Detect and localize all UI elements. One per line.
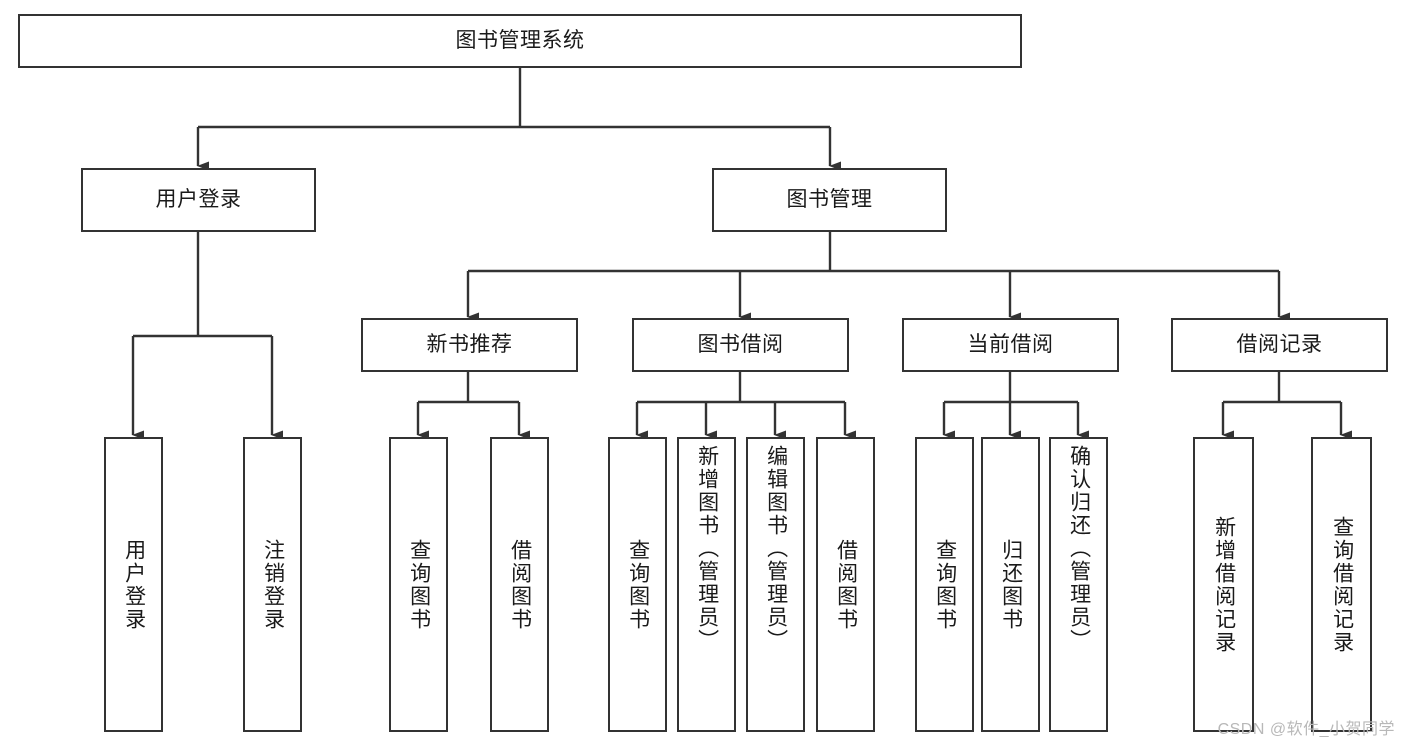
node-leaf-user-login-label: 用户登录 <box>122 538 146 631</box>
node-leaf-query-book-1[interactable]: 查询图书 <box>389 437 448 732</box>
node-leaf-return-book-label: 归还图书 <box>999 538 1023 631</box>
node-leaf-edit-book[interactable]: 编辑图书（管理员） <box>746 437 805 732</box>
node-book-borrow[interactable]: 图书借阅 <box>632 318 849 372</box>
node-leaf-query-book-3-label: 查询图书 <box>933 538 957 631</box>
node-leaf-add-record[interactable]: 新增借阅记录 <box>1193 437 1254 732</box>
node-book-borrow-label: 图书借阅 <box>697 333 784 357</box>
node-book-manage-label: 图书管理 <box>786 188 873 212</box>
node-leaf-query-book-2[interactable]: 查询图书 <box>608 437 667 732</box>
node-current-borrow[interactable]: 当前借阅 <box>902 318 1119 372</box>
node-user-login[interactable]: 用户登录 <box>81 168 316 232</box>
node-leaf-add-book-label: 新增图书（管理员） <box>695 445 719 652</box>
node-leaf-user-login[interactable]: 用户登录 <box>104 437 163 732</box>
node-leaf-add-record-label: 新增借阅记录 <box>1212 515 1236 654</box>
node-leaf-borrow-book-1[interactable]: 借阅图书 <box>490 437 549 732</box>
node-leaf-query-book-2-label: 查询图书 <box>626 538 650 631</box>
node-user-login-label: 用户登录 <box>155 188 242 212</box>
node-root[interactable]: 图书管理系统 <box>18 14 1022 68</box>
node-leaf-user-logout[interactable]: 注销登录 <box>243 437 302 732</box>
node-leaf-query-book-3[interactable]: 查询图书 <box>915 437 974 732</box>
node-leaf-query-record-label: 查询借阅记录 <box>1330 515 1354 654</box>
node-leaf-edit-book-label: 编辑图书（管理员） <box>764 445 788 652</box>
node-leaf-confirm-return-label: 确认归还（管理员） <box>1067 445 1091 652</box>
node-book-manage[interactable]: 图书管理 <box>712 168 947 232</box>
node-leaf-borrow-book-2[interactable]: 借阅图书 <box>816 437 875 732</box>
node-leaf-query-record[interactable]: 查询借阅记录 <box>1311 437 1372 732</box>
node-current-borrow-label: 当前借阅 <box>967 333 1054 357</box>
node-leaf-user-logout-label: 注销登录 <box>261 538 285 631</box>
node-leaf-return-book[interactable]: 归还图书 <box>981 437 1040 732</box>
node-leaf-borrow-book-2-label: 借阅图书 <box>834 538 858 631</box>
node-root-label: 图书管理系统 <box>455 29 585 53</box>
watermark: CSDN @软件_小贺同学 <box>1217 721 1395 738</box>
node-new-book-recommend-label: 新书推荐 <box>426 333 513 357</box>
node-borrow-record-label: 借阅记录 <box>1236 333 1323 357</box>
node-new-book-recommend[interactable]: 新书推荐 <box>361 318 578 372</box>
node-leaf-query-book-1-label: 查询图书 <box>407 538 431 631</box>
node-leaf-confirm-return[interactable]: 确认归还（管理员） <box>1049 437 1108 732</box>
node-leaf-borrow-book-1-label: 借阅图书 <box>508 538 532 631</box>
node-leaf-add-book[interactable]: 新增图书（管理员） <box>677 437 736 732</box>
node-borrow-record[interactable]: 借阅记录 <box>1171 318 1388 372</box>
